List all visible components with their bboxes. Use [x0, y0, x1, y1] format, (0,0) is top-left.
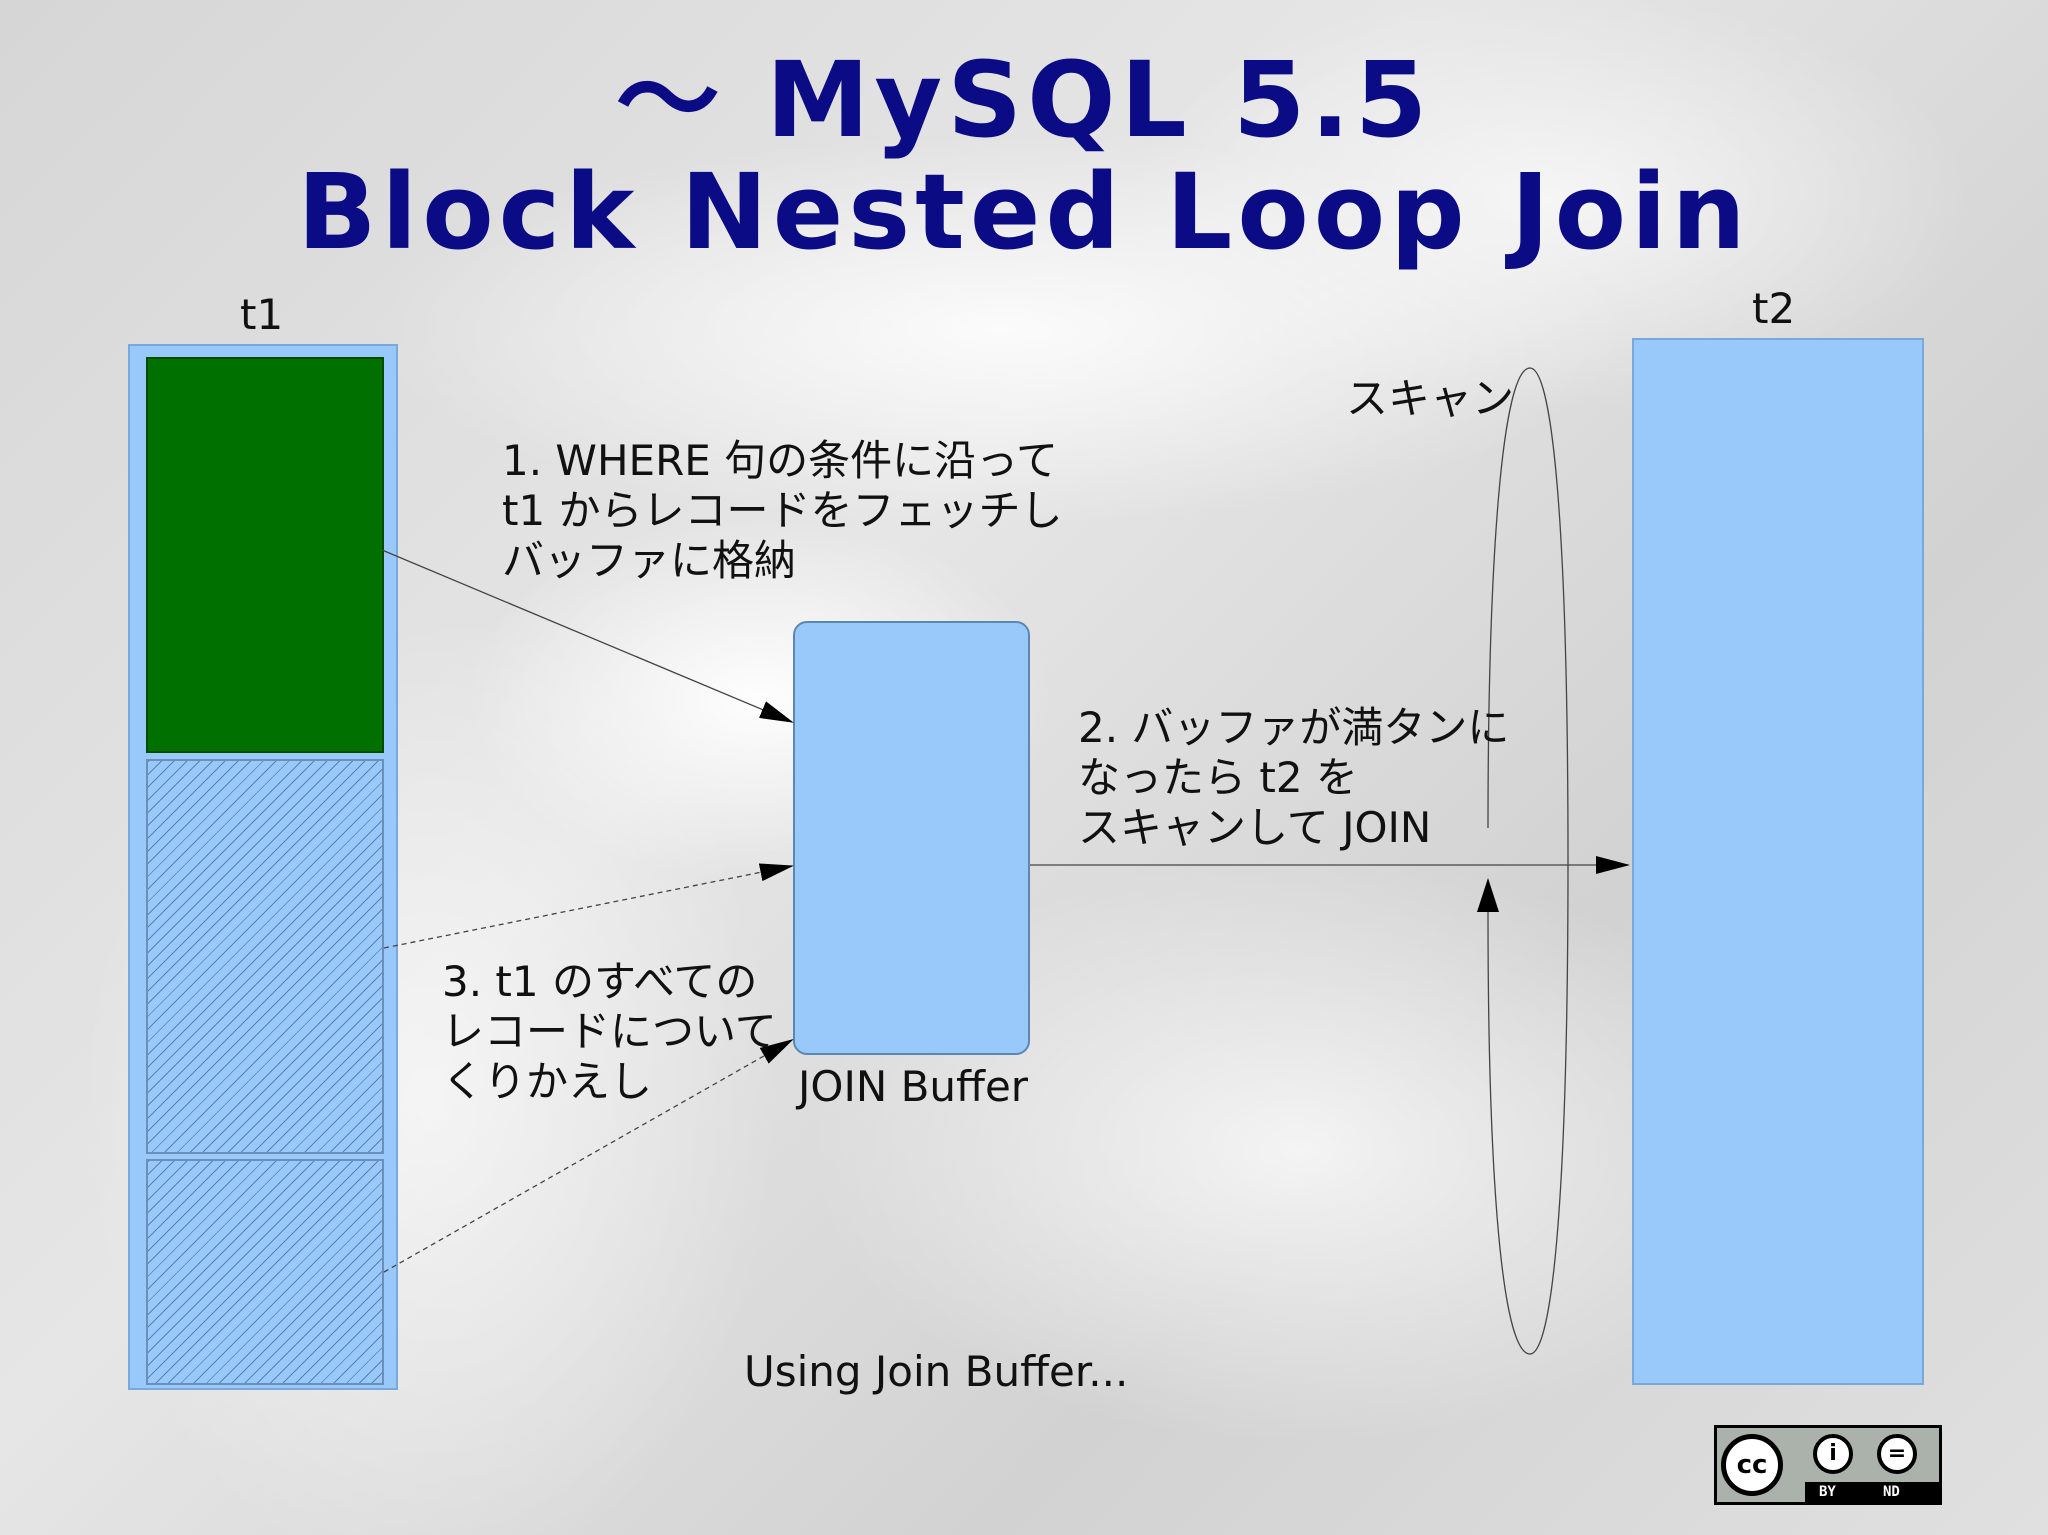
t1-fetched-records — [146, 357, 384, 753]
slide-title-line-1: 〜 MySQL 5.5 — [615, 39, 1433, 161]
slide-title-line-2: Block Nested Loop Join — [297, 151, 1751, 273]
no-derivatives-icon: = — [1877, 1434, 1917, 1474]
step-2-line-3: スキャンして JOIN — [1078, 803, 1432, 852]
step-1-line-1: 1. WHERE 句の条件に沿って — [502, 436, 1059, 485]
step-3-line-3: くりかえし — [442, 1057, 653, 1106]
attribution-icon: i — [1813, 1434, 1853, 1474]
step-2-line-2: なったら t2 を — [1078, 753, 1358, 802]
t1-remaining-records-1 — [146, 759, 384, 1154]
nd-tag: ND — [1883, 1484, 1900, 1500]
repeat-arrow-1 — [383, 863, 794, 949]
step-3-description: 3. t1 のすべての レコードについて くりかえし — [442, 957, 777, 1107]
fetch-arrow — [381, 549, 794, 723]
cc-license-badge: cc i = BY ND — [1714, 1425, 1942, 1505]
t2-label: t2 — [1752, 284, 1796, 333]
repeat-arrow-2 — [383, 1039, 794, 1273]
step-1-line-2: t1 からレコードをフェッチし — [502, 486, 1063, 535]
cc-icon: cc — [1721, 1434, 1783, 1496]
scan-arrowhead-icon — [1477, 878, 1499, 912]
step-1-line-3: バッファに格納 — [502, 536, 797, 585]
cc-badge-strip — [1805, 1482, 1939, 1502]
step-1-description: 1. WHERE 句の条件に沿って t1 からレコードをフェッチし バッファに格… — [502, 436, 1063, 586]
t1-remaining-records-2 — [146, 1159, 384, 1385]
scan-label: スキャン — [1346, 374, 1515, 423]
join-buffer-label: JOIN Buffer — [798, 1062, 1029, 1111]
step-2-description: 2. バッファが満タンに なったら t2 を スキャンして JOIN — [1078, 703, 1509, 853]
by-tag: BY — [1819, 1484, 1836, 1500]
t1-label: t1 — [240, 290, 284, 339]
footer-caption: Using Join Buffer... — [744, 1347, 1129, 1396]
step-3-line-1: 3. t1 のすべての — [442, 957, 758, 1006]
step-2-line-1: 2. バッファが満タンに — [1078, 703, 1510, 752]
t2-table — [1632, 338, 1924, 1385]
scan-loop — [1487, 367, 1569, 1355]
join-buffer — [793, 621, 1030, 1055]
step-3-line-2: レコードについて — [442, 1007, 777, 1056]
